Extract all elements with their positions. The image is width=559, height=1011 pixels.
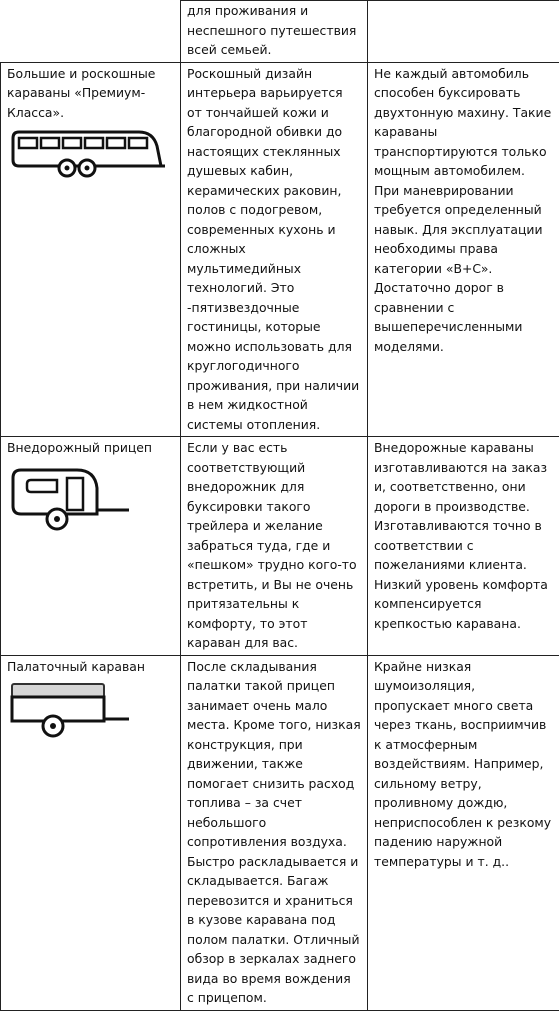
type-cell bbox=[1, 1, 181, 63]
pros-cell: для проживания и неспешного путешествия … bbox=[181, 1, 368, 63]
table-row: для проживания и неспешного путешествия … bbox=[1, 1, 559, 63]
offroad-trailer-icon bbox=[7, 464, 132, 534]
cons-cell: Крайне низкая шумоизоляция, пропускает м… bbox=[368, 655, 559, 1010]
type-cell: Большие и роскошные караваны «Премиум-Кл… bbox=[1, 62, 181, 437]
large-caravan-icon bbox=[7, 128, 167, 180]
type-cell: Внедорожный прицеп bbox=[1, 437, 181, 656]
caravan-type-label: Палаточный караван bbox=[7, 657, 174, 677]
pros-cell: Если у вас есть соответствующий внедорож… bbox=[181, 437, 368, 656]
tent-trailer-icon bbox=[7, 682, 132, 742]
cons-cell: Внедорожные караваны изготавливаются на … bbox=[368, 437, 559, 656]
pros-cell: Роскошный дизайн интерьера варьируется о… bbox=[181, 62, 368, 437]
pros-cell: После складывания палатки такой прицеп з… bbox=[181, 655, 368, 1010]
table-row: Внедорожный прицеп Если у вас есть соотв… bbox=[1, 437, 559, 656]
cons-cell bbox=[368, 1, 559, 63]
table-row: Палаточный караван После складывания пал… bbox=[1, 655, 559, 1010]
type-cell: Палаточный караван bbox=[1, 655, 181, 1010]
table-row: Большие и роскошные караваны «Премиум-Кл… bbox=[1, 62, 559, 437]
cons-cell: Не каждый автомобиль способен буксироват… bbox=[368, 62, 559, 437]
caravan-type-label: Большие и роскошные караваны «Премиум-Кл… bbox=[7, 64, 174, 123]
caravan-type-label: Внедорожный прицеп bbox=[7, 438, 174, 458]
